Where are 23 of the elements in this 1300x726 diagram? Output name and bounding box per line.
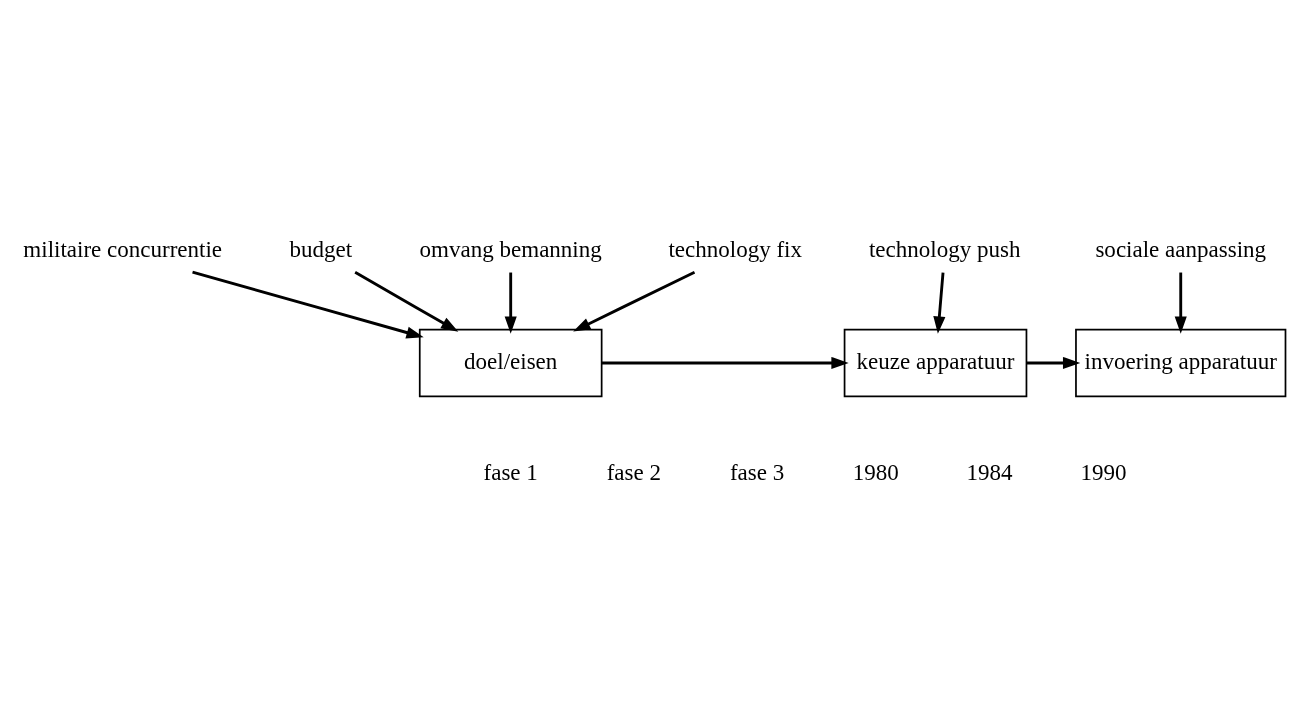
label: fase 3 bbox=[729, 459, 785, 486]
node-text: technology push bbox=[868, 236, 1021, 263]
node-box: keuze apparatuur bbox=[843, 328, 1028, 398]
label: 1990 bbox=[1080, 459, 1127, 486]
arrow bbox=[573, 271, 696, 332]
arrow bbox=[601, 356, 849, 370]
arrow bbox=[1174, 272, 1187, 334]
arrow bbox=[504, 272, 517, 334]
label: fase 2 bbox=[606, 459, 662, 486]
label: 1984 bbox=[966, 459, 1013, 486]
node-text: budget bbox=[289, 236, 353, 263]
label: fase 1 bbox=[483, 459, 538, 486]
node-text: omvang bemanning bbox=[419, 236, 602, 263]
arrow bbox=[192, 270, 424, 339]
node-text: technology fix bbox=[668, 236, 802, 263]
node-text: sociale aanpassing bbox=[1095, 236, 1267, 263]
node-box: doel/eisen bbox=[418, 328, 603, 398]
arrow bbox=[933, 272, 946, 334]
arrow bbox=[354, 271, 459, 332]
node-text: militaire concurrentie bbox=[23, 236, 223, 263]
arrow bbox=[1026, 356, 1081, 370]
node-box: invoering apparatuur bbox=[1075, 328, 1287, 398]
label: 1980 bbox=[852, 459, 899, 486]
